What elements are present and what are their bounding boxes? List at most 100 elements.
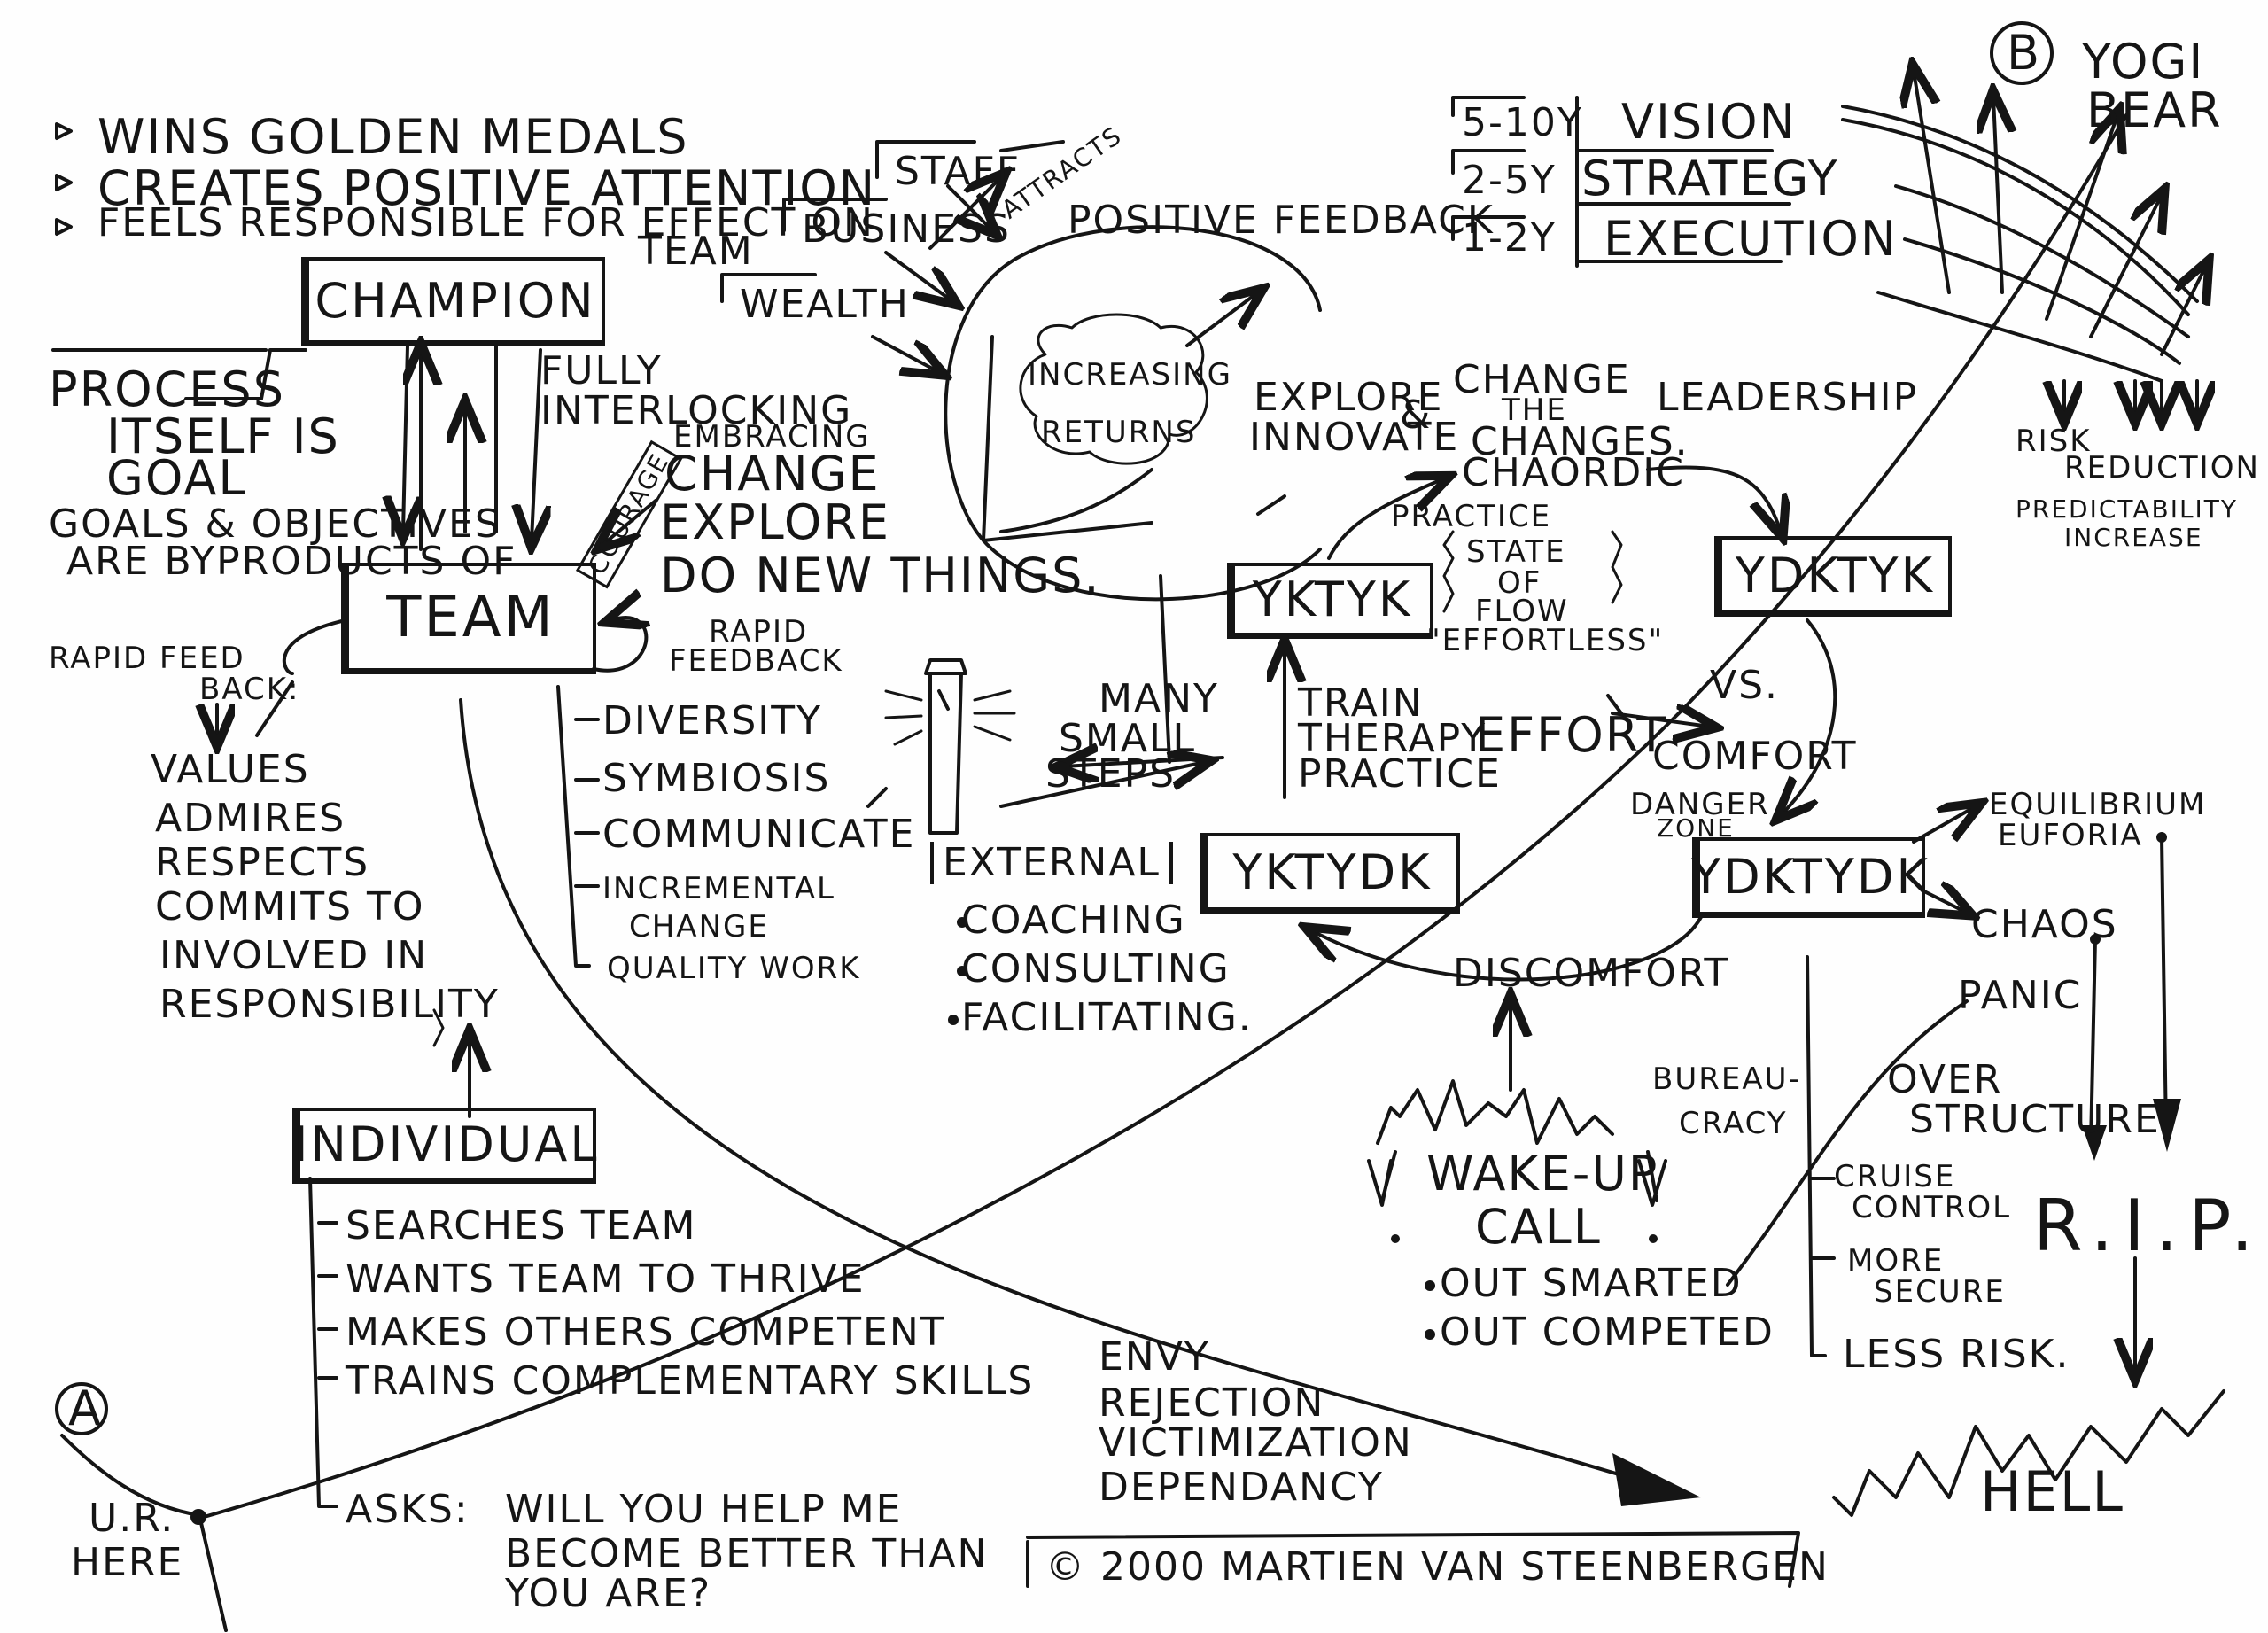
value-2: ADMIRES	[155, 796, 346, 841]
pitfall-2: REJECTION	[1099, 1380, 1325, 1426]
individual-item-3: MAKES OTHERS COMPETENT	[346, 1310, 946, 1355]
external-item-1: COACHING	[961, 898, 1186, 943]
champion-box: CHAMPION	[301, 257, 605, 346]
horizon-period-2: 2-5Y	[1462, 158, 1557, 203]
point-a-marker: A	[68, 1380, 103, 1436]
equilibrium-label-2: EUFORIA	[1998, 818, 2143, 853]
ydktyk-box: YDKTYK	[1714, 536, 1952, 617]
copyright-label: © 2000 MARTIEN VAN STEENBERGEN	[1045, 1544, 1829, 1590]
bullet-dot	[948, 1015, 959, 1025]
chaos-label: CHAOS	[1971, 902, 2118, 947]
change-changes-1: CHANGE	[1453, 357, 1631, 402]
wakeup-label-1: WAKE-UP	[1426, 1146, 1659, 1201]
staff-label: STAFF	[895, 149, 1021, 194]
flow-label-2: OF	[1497, 565, 1542, 601]
rapid-feedback-left-2: BACK:	[199, 672, 300, 707]
embracing-label-2: CHANGE	[664, 446, 881, 502]
explore-innovate-1: EXPLORE	[1254, 375, 1444, 420]
horizon-label-1: VISION	[1621, 94, 1797, 150]
bullet-dot	[1425, 1329, 1435, 1340]
flow-label-3: FLOW	[1475, 594, 1569, 629]
external-label: EXTERNAL	[930, 841, 1173, 885]
leadership-label: LEADERSHIP	[1657, 375, 1919, 420]
value-4: COMMITS TO	[155, 884, 425, 929]
individual-item-5: ASKS:	[346, 1487, 470, 1532]
process-label-2: ITSELF IS	[106, 408, 340, 464]
change-changes-2: THE	[1502, 393, 1567, 428]
champion-trait-4: TEAM	[638, 229, 754, 274]
bullet-dot	[1425, 1280, 1435, 1291]
champion-trait-3: FEELS RESPONSIBLE FOR EFFECT ON	[97, 200, 874, 245]
predictability-note-2: INCREASE	[2064, 523, 2203, 552]
point-b-marker: B	[2007, 25, 2042, 81]
flow-label-1: STATE	[1466, 534, 1566, 570]
many-steps-3: STEPS	[1045, 751, 1177, 797]
train-label-1: TRAIN	[1298, 680, 1424, 726]
you-are-here-1: U.R.	[89, 1496, 175, 1541]
explore-innovate-3: &	[1400, 393, 1433, 438]
train-label-3: PRACTICE	[1298, 751, 1502, 797]
value-3: RESPECTS	[155, 840, 370, 885]
value-1: VALUES	[151, 747, 310, 792]
champion-trait-2: CREATES POSITIVE ATTENTION	[97, 160, 877, 216]
individual-item-2: WANTS TEAM TO THRIVE	[346, 1256, 866, 1302]
you-are-here-2: HERE	[71, 1540, 184, 1585]
hell-label: HELL	[1980, 1459, 2124, 1524]
effortless-label: "EFFORTLESS"	[1426, 623, 1665, 658]
bureaucracy-1: BUREAU-	[1652, 1061, 1801, 1097]
panic-label: PANIC	[1958, 973, 2083, 1018]
explore-label: EXPLORE	[660, 494, 890, 550]
interlocking-label-2: INTERLOCKING	[540, 388, 853, 433]
individual-box: INDIVIDUAL	[292, 1108, 596, 1184]
question-1: WILL YOU HELP ME	[505, 1487, 903, 1532]
horizon-label-2: STRATEGY	[1581, 151, 1839, 206]
discomfort-label: DISCOMFORT	[1453, 951, 1730, 996]
question-2: BECOME BETTER THAN	[505, 1531, 989, 1576]
effort-label: EFFORT	[1475, 707, 1668, 763]
quality-6: QUALITY WORK	[607, 951, 861, 986]
process-label-3: GOAL	[106, 450, 247, 506]
goals-label-1: GOALS & OBJECTIVES	[49, 502, 501, 547]
risk-note-2: REDUCTION	[2064, 450, 2260, 486]
horizon-label-3: EXECUTION	[1604, 211, 1899, 267]
horizon-period-3: 1-2Y	[1462, 215, 1557, 261]
wakeup-cause-2: OUT COMPETED	[1440, 1310, 1775, 1355]
pitfall-1: ENVY	[1099, 1334, 1210, 1380]
predictability-note-1: PREDICTABILITY	[2016, 494, 2239, 524]
more-secure-2: SECURE	[1874, 1274, 2006, 1310]
cruise-control-2: CONTROL	[1852, 1190, 2012, 1225]
practice-label: PRACTICE	[1391, 499, 1552, 534]
quality-3: COMMUNICATE	[602, 812, 916, 857]
embracing-label-1: EMBRACING	[673, 419, 871, 455]
wakeup-cause-1: OUT SMARTED	[1440, 1261, 1743, 1306]
bullet-icon-1	[55, 122, 73, 140]
goals-label-2: ARE BYPRODUCTS OF	[66, 539, 517, 584]
bullet-icon-2	[55, 174, 73, 191]
quality-4: INCREMENTAL	[602, 871, 835, 906]
train-label-2: THERAPY	[1298, 716, 1487, 761]
rip-label: R.I.P.	[2033, 1185, 2264, 1267]
positive-feedback-label: POSITIVE FEEDBACK	[1068, 198, 1495, 243]
yktydk-box: YKTYDK	[1200, 833, 1460, 914]
team-box: TEAM	[341, 563, 596, 674]
rapid-feedback-left-1: RAPID FEED	[49, 641, 245, 676]
more-secure-1: MORE	[1847, 1243, 1945, 1279]
over-structure-1: OVER	[1887, 1057, 2003, 1102]
increasing-returns-2: RETURNS	[1041, 415, 1197, 450]
value-6: RESPONSIBILITY	[159, 982, 500, 1027]
explore-innovate-2: INNOVATE	[1249, 415, 1460, 460]
bullet-dot	[957, 917, 967, 928]
quality-1: DIVERSITY	[602, 698, 822, 743]
horizon-period-1: 5-10Y	[1462, 100, 1583, 145]
risk-note-1: RISK	[2016, 424, 2092, 459]
ydktydk-box: YDKTYDK	[1691, 837, 1928, 918]
question-3: YOU ARE?	[505, 1571, 712, 1616]
bureaucracy-2: CRACY	[1679, 1106, 1788, 1141]
yogi-label: YOGI	[2082, 34, 2205, 89]
vs-label: VS.	[1710, 663, 1780, 708]
interlocking-label-1: FULLY	[540, 348, 663, 393]
many-steps-2: SMALL	[1059, 716, 1197, 761]
quality-2: SYMBIOSIS	[602, 756, 831, 801]
less-risk-label: LESS RISK.	[1843, 1332, 2070, 1377]
